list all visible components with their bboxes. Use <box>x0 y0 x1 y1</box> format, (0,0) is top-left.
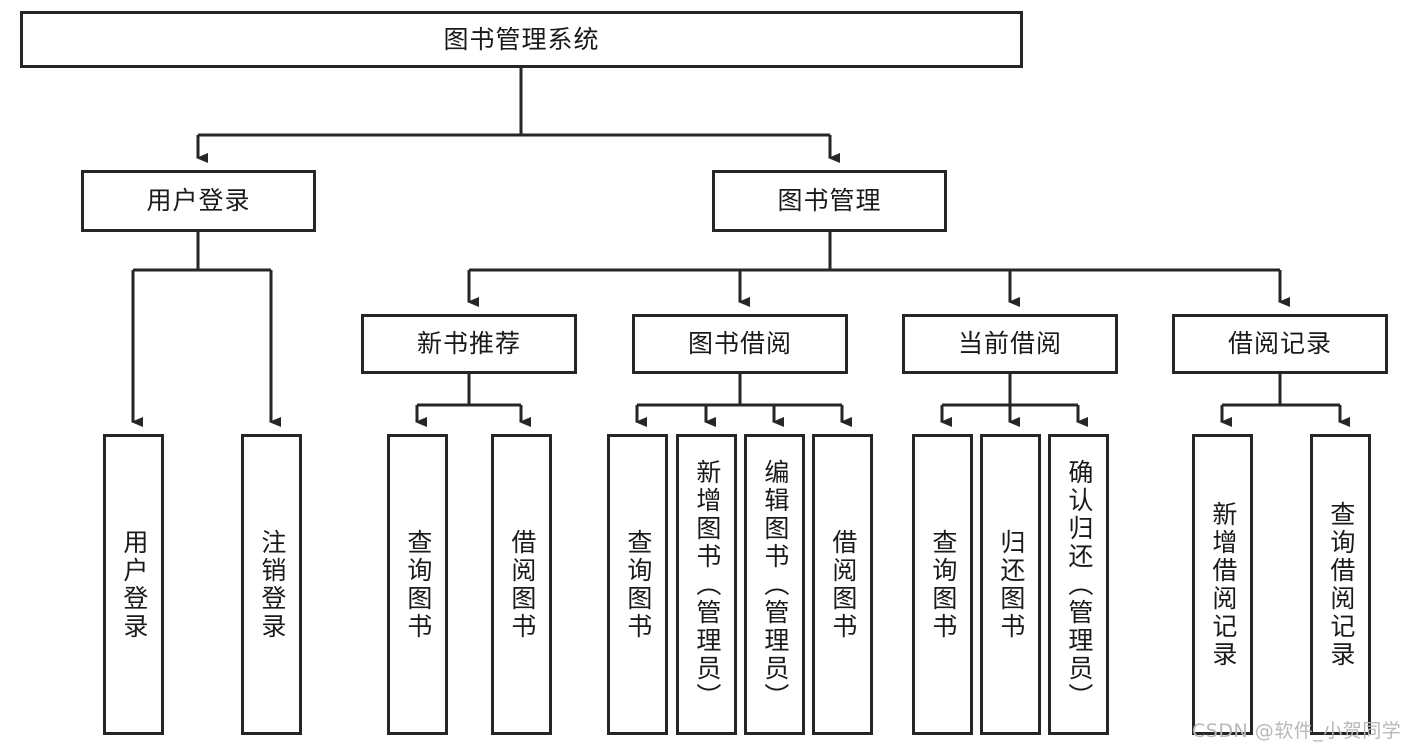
leaf-query-record-label: 查询借阅记录 <box>1326 500 1356 669</box>
node-user-login-label: 用户登录 <box>146 186 251 216</box>
leaf-logout-label: 注销登录 <box>257 528 287 641</box>
leaf-confirm-return-label: 确认归还（管理员） <box>1064 458 1094 711</box>
leaf-borrow-book-1-label: 借阅图书 <box>507 528 537 641</box>
leaf-query-book-2[interactable]: 查询图书 <box>607 434 668 735</box>
node-borrow-record[interactable]: 借阅记录 <box>1172 314 1388 374</box>
leaf-edit-book-label: 编辑图书（管理员） <box>760 458 790 711</box>
leaf-user-login[interactable]: 用户登录 <box>103 434 164 735</box>
leaf-logout[interactable]: 注销登录 <box>241 434 302 735</box>
node-root-label: 图书管理系统 <box>443 24 600 54</box>
node-borrow-record-label: 借阅记录 <box>1227 329 1332 359</box>
leaf-borrow-book-1[interactable]: 借阅图书 <box>491 434 552 735</box>
leaf-query-book-2-label: 查询图书 <box>623 528 653 641</box>
node-book-borrow[interactable]: 图书借阅 <box>632 314 848 374</box>
node-current-borrow-label: 当前借阅 <box>957 329 1062 359</box>
leaf-query-book-3[interactable]: 查询图书 <box>912 434 973 735</box>
node-root[interactable]: 图书管理系统 <box>20 11 1023 68</box>
leaf-return-book[interactable]: 归还图书 <box>980 434 1041 735</box>
node-current-borrow[interactable]: 当前借阅 <box>902 314 1118 374</box>
leaf-add-book-label: 新增图书（管理员） <box>692 458 722 711</box>
leaf-add-record-label: 新增借阅记录 <box>1208 500 1238 669</box>
leaf-confirm-return[interactable]: 确认归还（管理员） <box>1048 434 1109 735</box>
leaf-add-book[interactable]: 新增图书（管理员） <box>676 434 737 735</box>
leaf-query-book-1-label: 查询图书 <box>403 528 433 641</box>
leaf-query-book-1[interactable]: 查询图书 <box>387 434 448 735</box>
leaf-add-record[interactable]: 新增借阅记录 <box>1192 434 1253 735</box>
leaf-borrow-book-2[interactable]: 借阅图书 <box>812 434 873 735</box>
node-book-management[interactable]: 图书管理 <box>712 170 947 232</box>
node-book-management-label: 图书管理 <box>777 186 882 216</box>
node-book-borrow-label: 图书借阅 <box>687 329 792 359</box>
node-new-book-recommend[interactable]: 新书推荐 <box>361 314 577 374</box>
leaf-user-login-label: 用户登录 <box>119 528 149 641</box>
leaf-query-book-3-label: 查询图书 <box>928 528 958 641</box>
node-user-login[interactable]: 用户登录 <box>81 170 316 232</box>
leaf-query-record[interactable]: 查询借阅记录 <box>1310 434 1371 735</box>
node-new-book-recommend-label: 新书推荐 <box>416 329 521 359</box>
leaf-return-book-label: 归还图书 <box>996 528 1026 641</box>
leaf-edit-book[interactable]: 编辑图书（管理员） <box>744 434 805 735</box>
leaf-borrow-book-2-label: 借阅图书 <box>828 528 858 641</box>
